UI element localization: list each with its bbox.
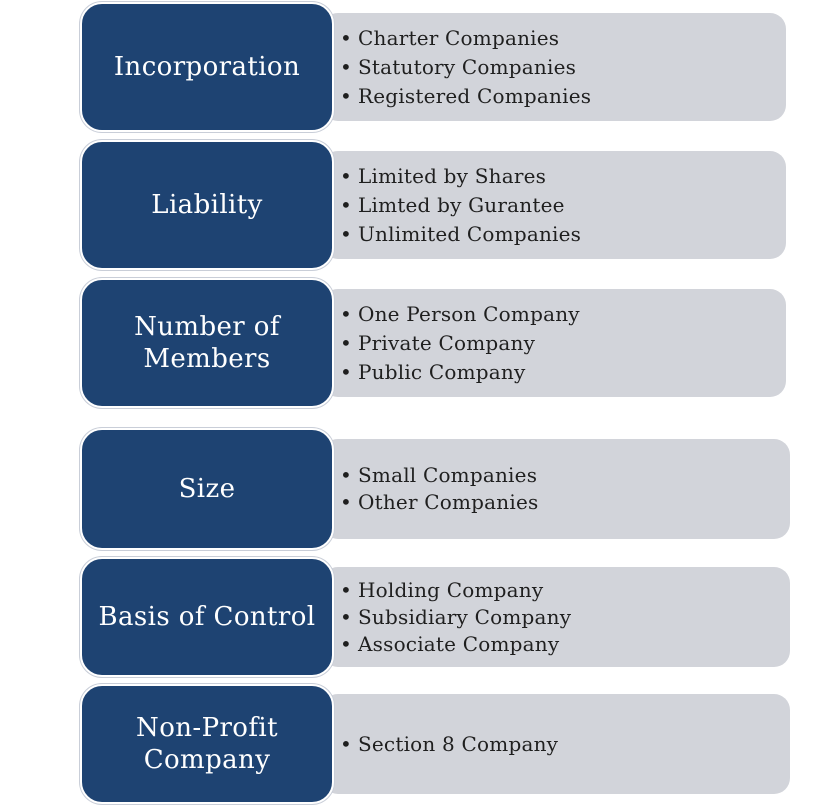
detail-box-incorporation: Charter Companies Statutory Companies Re…	[322, 13, 786, 121]
list-item: Small Companies	[340, 462, 790, 489]
list-item: One Person Company	[340, 300, 786, 329]
detail-box-basis-of-control: Holding Company Subsidiary Company Assoc…	[322, 567, 790, 667]
list-item: Charter Companies	[340, 24, 786, 53]
category-label: Incorporation	[113, 52, 301, 82]
category-box-number-of-members: Number of Members	[80, 278, 334, 408]
category-label: Number of Members	[134, 312, 280, 374]
detail-list-non-profit-company: Section 8 Company	[322, 731, 790, 758]
category-label: Basis of Control	[98, 602, 316, 632]
category-label: Liability	[151, 190, 263, 220]
detail-box-non-profit-company: Section 8 Company	[322, 694, 790, 794]
list-item: Other Companies	[340, 489, 790, 516]
detail-box-number-of-members: One Person Company Private Company Publi…	[322, 289, 786, 397]
list-item: Public Company	[340, 358, 786, 387]
list-item: Private Company	[340, 329, 786, 358]
detail-list-incorporation: Charter Companies Statutory Companies Re…	[322, 24, 786, 111]
detail-list-liability: Limited by Shares Limted by Gurantee Unl…	[322, 162, 786, 249]
list-item: Limted by Gurantee	[340, 191, 786, 220]
list-item: Section 8 Company	[340, 731, 790, 758]
category-box-incorporation: Incorporation	[80, 2, 334, 132]
detail-list-number-of-members: One Person Company Private Company Publi…	[322, 300, 786, 387]
detail-box-size: Small Companies Other Companies	[322, 439, 790, 539]
list-item: Associate Company	[340, 631, 790, 658]
category-label: Non-Profit Company	[136, 713, 278, 775]
category-box-non-profit-company: Non-Profit Company	[80, 684, 334, 804]
category-box-size: Size	[80, 428, 334, 550]
list-item: Registered Companies	[340, 82, 786, 111]
detail-box-liability: Limited by Shares Limted by Gurantee Unl…	[322, 151, 786, 259]
category-label: Size	[178, 474, 236, 504]
category-box-liability: Liability	[80, 140, 334, 270]
detail-list-size: Small Companies Other Companies	[322, 462, 790, 516]
list-item: Statutory Companies	[340, 53, 786, 82]
list-item: Subsidiary Company	[340, 604, 790, 631]
category-box-basis-of-control: Basis of Control	[80, 557, 334, 677]
list-item: Unlimited Companies	[340, 220, 786, 249]
detail-list-basis-of-control: Holding Company Subsidiary Company Assoc…	[322, 577, 790, 658]
list-item: Holding Company	[340, 577, 790, 604]
list-item: Limited by Shares	[340, 162, 786, 191]
